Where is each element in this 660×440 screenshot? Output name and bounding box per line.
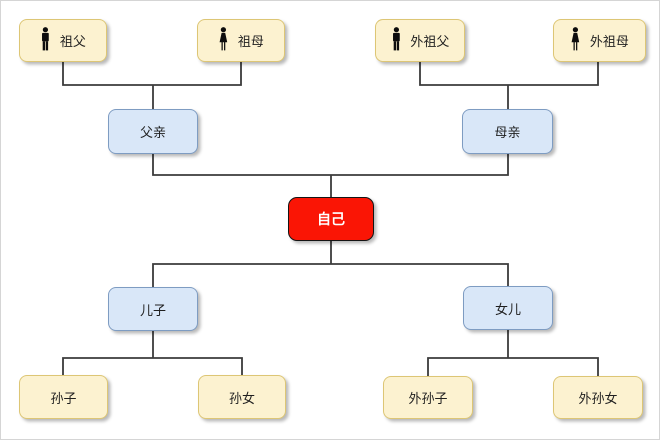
male-icon <box>392 27 400 51</box>
node-paternal-grandfather: 祖父 <box>19 19 107 62</box>
node-label: 女儿 <box>494 301 521 317</box>
male-icon <box>42 27 49 51</box>
node-label: 自己 <box>317 211 345 227</box>
node-label: 孙子 <box>50 390 77 406</box>
female-icon <box>219 27 228 51</box>
node-label: 外孙女 <box>578 391 618 406</box>
node-paternal-grandmother: 祖母 <box>197 19 285 62</box>
node-daughter: 女儿 <box>463 286 553 330</box>
female-icon <box>571 27 580 51</box>
node-son: 儿子 <box>108 287 198 331</box>
node-maternal-grandfather: 外祖父 <box>375 19 465 62</box>
node-self: 自己 <box>288 197 374 241</box>
node-maternal-grandmother: 外祖母 <box>553 19 646 62</box>
node-label: 孙女 <box>228 390 255 406</box>
node-label: 外祖父 <box>410 34 450 49</box>
node-grandson: 孙子 <box>19 375 108 419</box>
node-label: 儿子 <box>139 302 166 318</box>
node-daughters-son: 外孙子 <box>383 376 473 419</box>
node-granddaughter: 孙女 <box>198 375 286 419</box>
node-label: 外孙子 <box>408 391 448 406</box>
node-label: 母亲 <box>494 125 521 140</box>
node-daughters-daughter: 外孙女 <box>553 376 643 419</box>
node-label: 外祖母 <box>589 34 629 49</box>
node-label: 父亲 <box>139 125 166 140</box>
node-label: 祖父 <box>59 34 86 49</box>
node-label: 祖母 <box>237 34 264 49</box>
node-mother: 母亲 <box>462 109 553 154</box>
node-father: 父亲 <box>108 109 198 154</box>
